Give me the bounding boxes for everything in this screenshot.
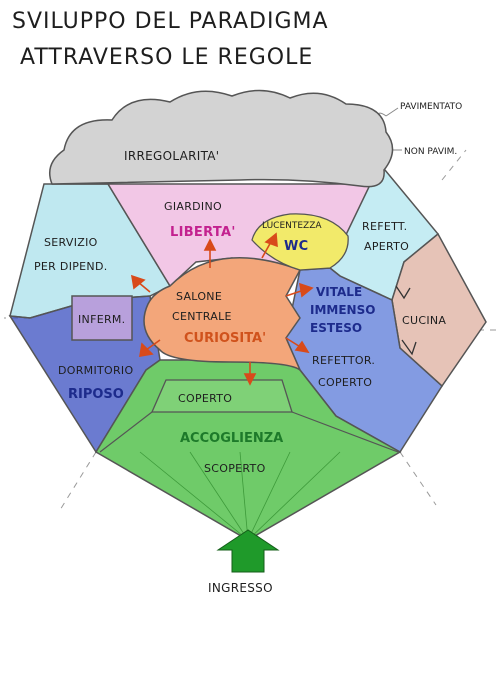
- servizio-label-2: PER DIPEND.: [34, 260, 108, 273]
- giardino-label: GIARDINO: [164, 200, 222, 213]
- infermeria-region: [71, 295, 133, 341]
- dormitorio-label: DORMITORIO: [58, 364, 133, 377]
- wc-label: WC: [284, 239, 308, 254]
- coperto-label: COPERTO: [178, 392, 232, 405]
- lucentezza-label: LUCENTEZZA: [262, 221, 322, 231]
- curiosita-label: CURIOSITA': [184, 331, 266, 346]
- non-pavimentato-note: NON PAVIM.: [404, 147, 457, 157]
- liberta-label: LIBERTA': [170, 225, 236, 240]
- accoglienza-fan-lines: [139, 451, 341, 541]
- ingresso-label: INGRESSO: [208, 581, 273, 595]
- salone-label-2: CENTRALE: [172, 310, 232, 323]
- accoglienza-label: ACCOGLIENZA: [180, 431, 283, 446]
- riposo-label: RIPOSO: [68, 387, 124, 402]
- pavimentato-note: PAVIMENTATO: [400, 102, 462, 112]
- wc-region: [251, 213, 349, 271]
- refett-aperto-label-1: REFETT.: [362, 220, 407, 233]
- vitale-label-2: IMMENSO: [310, 303, 375, 317]
- cucina-arrows: [395, 285, 417, 356]
- infermeria-label: INFERM.: [78, 313, 125, 326]
- vitale-label-1: VITALE: [316, 285, 362, 299]
- refettor-coperto-label-1: REFETTOR.: [312, 354, 375, 367]
- refett-aperto-label-2: APERTO: [364, 240, 409, 253]
- title-line-1: SVILUPPO DEL PARADIGMA: [12, 9, 329, 34]
- cucina-label: CUCINA: [402, 314, 446, 327]
- ingresso-arrow: [216, 529, 280, 573]
- scoperto-label: SCOPERTO: [204, 462, 266, 475]
- irregolarita-label: IRREGOLARITA': [124, 149, 219, 163]
- irregolarita-cloud: [49, 89, 394, 188]
- vitale-label-3: ESTESO: [310, 321, 362, 335]
- title-line-2: ATTRAVERSO LE REGOLE: [20, 45, 313, 70]
- servizio-label-1: SERVIZIO: [44, 236, 98, 249]
- refettor-coperto-label-2: COPERTO: [318, 376, 372, 389]
- salone-label-1: SALONE: [176, 290, 222, 303]
- salone-centrale-region: [143, 257, 302, 371]
- curiosita-arrows: [130, 232, 314, 386]
